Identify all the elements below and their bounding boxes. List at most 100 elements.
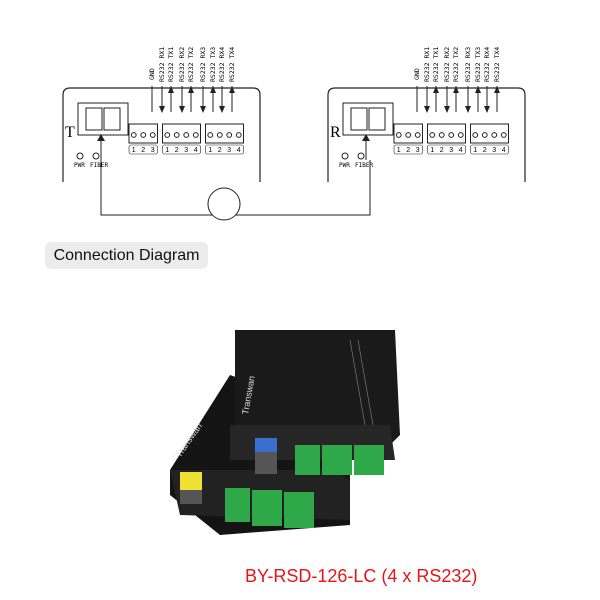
terminal-screw-icon (130, 132, 137, 138)
terminal-number-frame (470, 144, 509, 155)
terminal-screw-icon (226, 132, 233, 138)
signal-label: RS232 TX3 (474, 47, 482, 82)
terminal-screw-icon (395, 132, 402, 138)
terminal-screw-icon (192, 132, 199, 138)
signal-label: RS232 TX2 (452, 47, 460, 82)
arrow-up-icon (362, 134, 370, 141)
terminal-block (470, 123, 509, 144)
terminal-screw-icon (405, 132, 412, 138)
terminal-number: 3 (184, 147, 188, 154)
terminal-block (162, 123, 201, 144)
terminal-screw-icon (500, 132, 507, 138)
arrow-down-icon (484, 106, 490, 113)
arrow-down-icon (179, 106, 185, 113)
signal-label: RS232 TX1 (167, 47, 175, 82)
terminal-number: 3 (492, 147, 496, 154)
led-label: PWR (74, 162, 85, 169)
product-model-caption: BY-RSD-126-LC (4 x RS232) (245, 566, 478, 586)
terminal-number: 3 (227, 147, 231, 154)
terminal-block (427, 123, 466, 144)
signal-label: RS232 TX3 (209, 47, 217, 82)
terminal-number: 2 (141, 147, 145, 154)
signal-label: RS232 RX3 (464, 47, 472, 82)
terminal-number: 4 (502, 147, 506, 154)
led-label: FIBER (90, 162, 108, 169)
signal-label: RS232 RX4 (483, 47, 491, 82)
terminal-screw-icon (472, 132, 479, 138)
lc-port-icon (103, 107, 121, 131)
terminal-number: 1 (397, 147, 401, 154)
arrow-down-icon (159, 106, 165, 113)
led-label: FIBER (355, 162, 373, 169)
terminal-block (393, 123, 423, 144)
terminal-number: 2 (175, 147, 179, 154)
led-label: PWR (339, 162, 350, 169)
arrow-up-icon (433, 86, 439, 93)
fiber-port (77, 102, 129, 136)
arrow-up-icon (453, 86, 459, 93)
signal-label: RS232 TX2 (187, 47, 195, 82)
terminal-screw-icon (235, 132, 242, 138)
terminal-screw-icon (457, 132, 464, 138)
signal-label: GND (413, 68, 421, 80)
terminal-screw-icon (491, 132, 498, 138)
arrow-up-icon (210, 86, 216, 93)
panel-letter: T (65, 124, 75, 141)
panel-letter: R (330, 124, 341, 141)
terminal-number: 2 (483, 147, 487, 154)
product-photo: Transwan Transwan (170, 330, 400, 535)
terminal-screw-icon (448, 132, 455, 138)
terminal-number: 4 (237, 147, 241, 154)
arrow-down-icon (424, 106, 430, 113)
terminal-number: 3 (449, 147, 453, 154)
led-pwr (76, 152, 84, 160)
terminal-number: 1 (473, 147, 477, 154)
terminal-number: 4 (459, 147, 463, 154)
terminal-number-frame (205, 144, 244, 155)
signal-label: RS232 RX3 (199, 47, 207, 82)
terminal-screw-icon (173, 132, 180, 138)
terminal-number: 1 (430, 147, 434, 154)
led-pwr (341, 152, 349, 160)
arrow-up-icon (97, 134, 105, 141)
terminal-number-frame (427, 144, 466, 155)
terminal-number: 3 (416, 147, 420, 154)
terminal-number: 2 (406, 147, 410, 154)
terminal-screw-icon (207, 132, 214, 138)
terminal-number: 3 (151, 147, 155, 154)
arrow-up-icon (168, 86, 174, 93)
led-fiber (92, 152, 100, 160)
transmitter-unit: Transwan (230, 330, 400, 475)
terminal-number-frame (393, 144, 423, 155)
terminal-screw-icon (149, 132, 156, 138)
terminal-blocks-transmitter (295, 445, 384, 475)
terminal-screw-icon (216, 132, 223, 138)
terminal-number: 1 (208, 147, 212, 154)
fiber-port (342, 102, 394, 136)
terminal-screw-icon (481, 132, 488, 138)
signal-label: RS232 RX2 (178, 47, 186, 82)
terminal-number: 2 (440, 147, 444, 154)
terminal-block (128, 123, 158, 144)
terminal-block (205, 123, 244, 144)
terminal-screw-icon (140, 132, 147, 138)
signal-label: RS232 RX4 (218, 47, 226, 82)
terminal-screw-icon (164, 132, 171, 138)
lc-port-icon (350, 107, 368, 131)
terminal-number: 1 (132, 147, 136, 154)
terminal-screw-icon (429, 132, 436, 138)
signal-label: RS232 RX1 (423, 47, 431, 82)
lc-port-icon (368, 107, 386, 131)
terminal-screw-icon (183, 132, 190, 138)
signal-label: RS232 TX1 (432, 47, 440, 82)
signal-label: GND (148, 68, 156, 80)
terminal-number: 2 (218, 147, 222, 154)
connection-diagram-label: Connection Diagram (45, 242, 208, 269)
terminal-blocks-receiver (225, 488, 314, 528)
led-fiber (357, 152, 365, 160)
terminal-screw-icon (414, 132, 421, 138)
terminal-number-frame (162, 144, 201, 155)
